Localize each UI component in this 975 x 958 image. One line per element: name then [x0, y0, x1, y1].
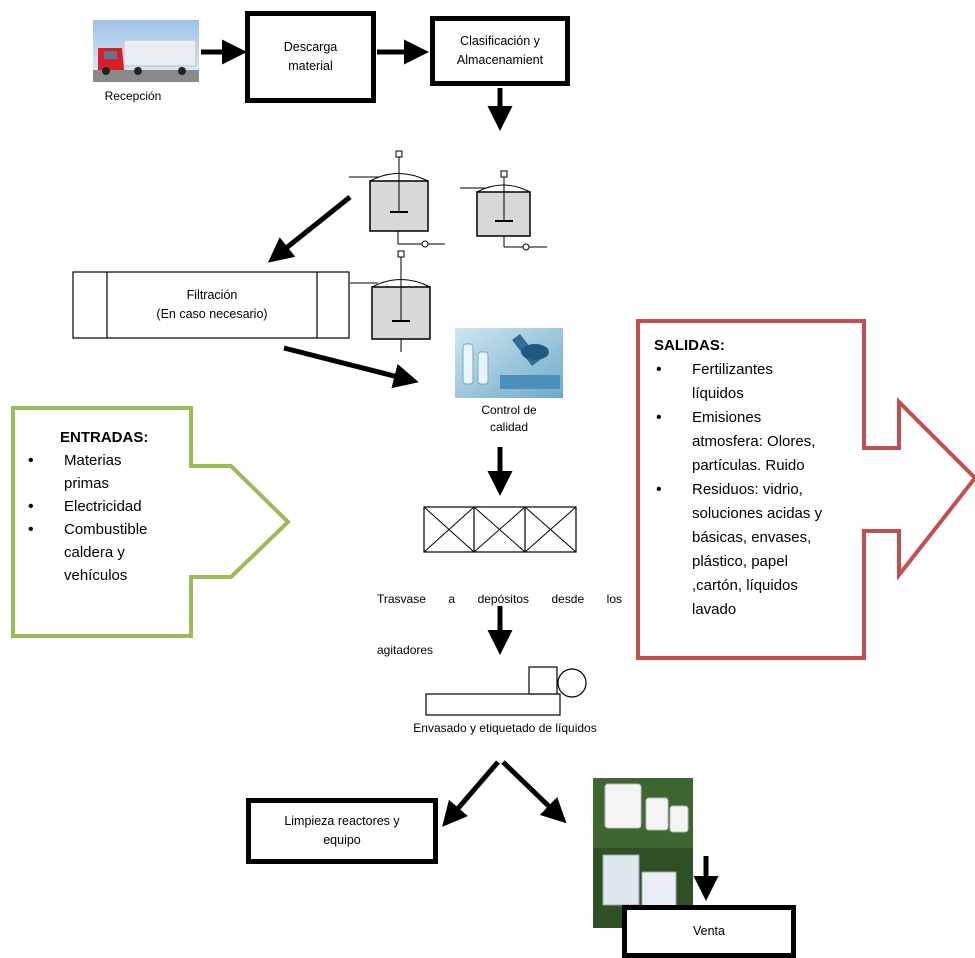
outputs-item-text: plástico, papel — [692, 553, 788, 570]
classify-line1: Clasificación y — [460, 34, 540, 48]
filling-machine-icon — [425, 666, 587, 716]
outputs-item-text: básicas, envases, — [692, 529, 812, 546]
outputs-title: SALIDAS: — [654, 337, 725, 354]
outputs-item: Fertilizantes líquidos — [652, 358, 862, 406]
transfer-label: Trasvase a depósitos desde los agitadore… — [377, 557, 622, 676]
outputs-panel: SALIDAS: Fertilizantes líquidos Emisione… — [652, 334, 862, 622]
outputs-item-text: líquidos — [692, 385, 744, 402]
outputs-item-text: Residuos: vidrio, — [692, 481, 803, 498]
inputs-item-text: Combustible — [64, 521, 148, 538]
inputs-item-text: Electricidad — [64, 498, 142, 515]
outputs-item: Emisiones atmosfera: Olores, partículas.… — [652, 406, 862, 478]
inputs-item-text: Materias — [64, 452, 122, 469]
filtration-label: Filtración (En caso necesario) — [107, 286, 317, 324]
agitator-tank-icon — [460, 170, 547, 251]
reception-label: Recepción — [104, 89, 162, 103]
cleaning-line2: equipo — [323, 833, 361, 847]
outputs-item: Residuos: vidrio, soluciones acidas y bá… — [652, 478, 862, 622]
agitator-tank-icon — [349, 150, 445, 248]
outputs-item-text: soluciones acidas y — [692, 505, 823, 522]
packaging-label: Envasado y etiquetado de líquidos — [413, 721, 597, 735]
inputs-item: Electricidad — [24, 495, 194, 518]
outputs-item-text: atmosfera: Olores, — [692, 433, 816, 450]
transfer-line1: Trasvase a depósitos desde los — [377, 592, 622, 606]
outputs-list: Fertilizantes líquidos Emisiones atmosfe… — [652, 358, 862, 622]
inputs-item-text: vehículos — [64, 567, 128, 584]
inputs-item-text: primas — [64, 475, 110, 492]
laboratory-photo — [455, 328, 563, 398]
inputs-item: Combustible caldera y vehículos — [24, 518, 194, 587]
filtration-unit — [72, 271, 350, 339]
truck-photo — [93, 20, 199, 82]
outputs-item-text: ,cartón, líquidos — [692, 577, 798, 594]
unload-line1: Descarga — [283, 40, 338, 54]
transfer-line2: agitadores — [377, 643, 434, 657]
arrow-tanks-filtration — [267, 195, 352, 263]
inputs-item-text: caldera y — [64, 544, 125, 561]
classification-storage-box: Clasificación y Almacenamient — [430, 16, 570, 86]
unload-line2: material — [288, 59, 333, 73]
filtration-line2: (En caso necesario) — [156, 307, 268, 321]
quality-line1: Control de — [481, 403, 537, 417]
outputs-item-text: partículas. Ruido — [692, 457, 805, 474]
cleaning-box: Limpieza reactores y equipo — [246, 798, 438, 864]
sale-label: Venta — [693, 924, 725, 938]
sale-box: Venta — [622, 905, 796, 958]
inputs-title: ENTRADAS: — [60, 429, 149, 446]
fertilizer-products-photo — [593, 778, 693, 928]
unload-material-box: Descarga material — [245, 11, 376, 103]
outputs-item-text: Fertilizantes — [692, 361, 773, 378]
cleaning-line1: Limpieza reactores y — [284, 814, 400, 828]
inputs-list: Materias primas Electricidad Combustible… — [24, 449, 194, 587]
quality-line2: calidad — [489, 420, 529, 434]
inputs-panel: ENTRADAS: Materias primas Electricidad C… — [24, 426, 194, 587]
outputs-item-text: Emisiones — [692, 409, 762, 426]
arrow-packaging-products — [501, 760, 567, 824]
classify-line2: Almacenamient — [456, 53, 544, 67]
arrow-filtration-quality — [283, 345, 419, 389]
filtration-line1: Filtración — [186, 288, 238, 302]
inputs-item: Materias primas — [24, 449, 194, 495]
storage-tanks-icon — [423, 506, 577, 553]
arrow-packaging-cleaning — [442, 760, 500, 827]
quality-control-label: Control de calidad — [455, 402, 563, 436]
outputs-item-text: lavado — [692, 601, 737, 618]
agitator-tank-icon — [350, 250, 431, 352]
